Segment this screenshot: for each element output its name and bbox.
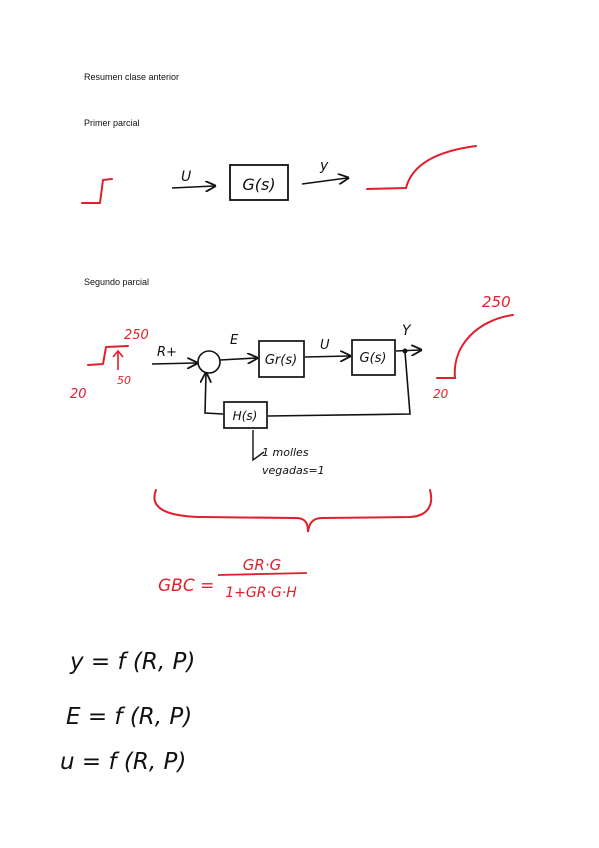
summing-junction <box>197 350 221 374</box>
formula-numerator: GR·G <box>243 556 281 574</box>
output-arrow <box>301 178 347 185</box>
formula-denominator: 1+GR·G·H <box>225 585 297 601</box>
curly-brace <box>153 489 433 533</box>
equations-list: y = f (R, P) E = f (R, P) u = f (R, P) <box>60 649 195 775</box>
sensor-note-line2: vegadas=1 <box>262 464 325 477</box>
closed-loop-plant-block <box>351 339 396 376</box>
step-low-value: 20 <box>70 387 87 402</box>
control-signal-arrow <box>304 356 349 357</box>
error-label: E <box>230 333 239 348</box>
input-label: U <box>181 169 191 185</box>
input-arrow <box>171 186 214 188</box>
closed-loop-output-label: Y <box>402 323 412 339</box>
segundo-parcial-diagram: 250 50 20 R+ E Gr(s) U G(s) <box>70 293 514 533</box>
annotation-pointer <box>252 430 265 462</box>
output-label: y <box>319 158 329 174</box>
feedback-path <box>267 351 411 417</box>
controller-block-label: Gr(s) <box>265 353 297 368</box>
step-time-arrowhead <box>112 349 124 358</box>
response-high-value: 250 <box>482 293 511 311</box>
step-time-value: 50 <box>117 374 131 387</box>
heading-primer-parcial: Primer parcial <box>84 118 140 128</box>
response-low-value: 20 <box>433 387 449 401</box>
equation-error: E = f (R, P) <box>66 704 192 730</box>
plant-block-label: G(s) <box>242 175 275 194</box>
step-high-value: 250 <box>124 328 149 343</box>
heading-segundo-parcial: Segundo parcial <box>84 277 150 287</box>
closed-loop-formula: GBC = GR·G 1+GR·G·H <box>158 556 308 601</box>
fraction-bar <box>217 572 308 576</box>
control-signal-label: U <box>320 338 330 353</box>
title-resumen: Resumen clase anterior <box>84 72 180 82</box>
closed-loop-output-arrow <box>395 350 420 351</box>
equation-control: u = f (R, P) <box>60 749 186 775</box>
closed-loop-step-sketch <box>87 345 129 366</box>
controller-block <box>258 340 305 378</box>
reference-label: R+ <box>157 345 177 360</box>
equation-output: y = f (R, P) <box>69 649 195 675</box>
error-arrow <box>219 358 256 360</box>
plant-block <box>229 164 289 201</box>
sensor-block-label: H(s) <box>233 409 258 423</box>
feedback-return-arrow <box>205 374 224 415</box>
reference-arrow <box>151 363 196 364</box>
step-input-sketch <box>81 178 113 204</box>
closed-loop-response-sketch <box>436 314 514 379</box>
formula-lhs: GBC = <box>158 576 214 596</box>
sensor-block <box>223 401 268 429</box>
closed-loop-plant-label: G(s) <box>360 351 387 366</box>
sensor-note-line1: 1 molles <box>262 446 309 459</box>
takeoff-point <box>402 348 408 354</box>
response-curve-sketch <box>366 145 477 190</box>
primer-parcial-diagram: U G(s) y <box>81 145 477 204</box>
